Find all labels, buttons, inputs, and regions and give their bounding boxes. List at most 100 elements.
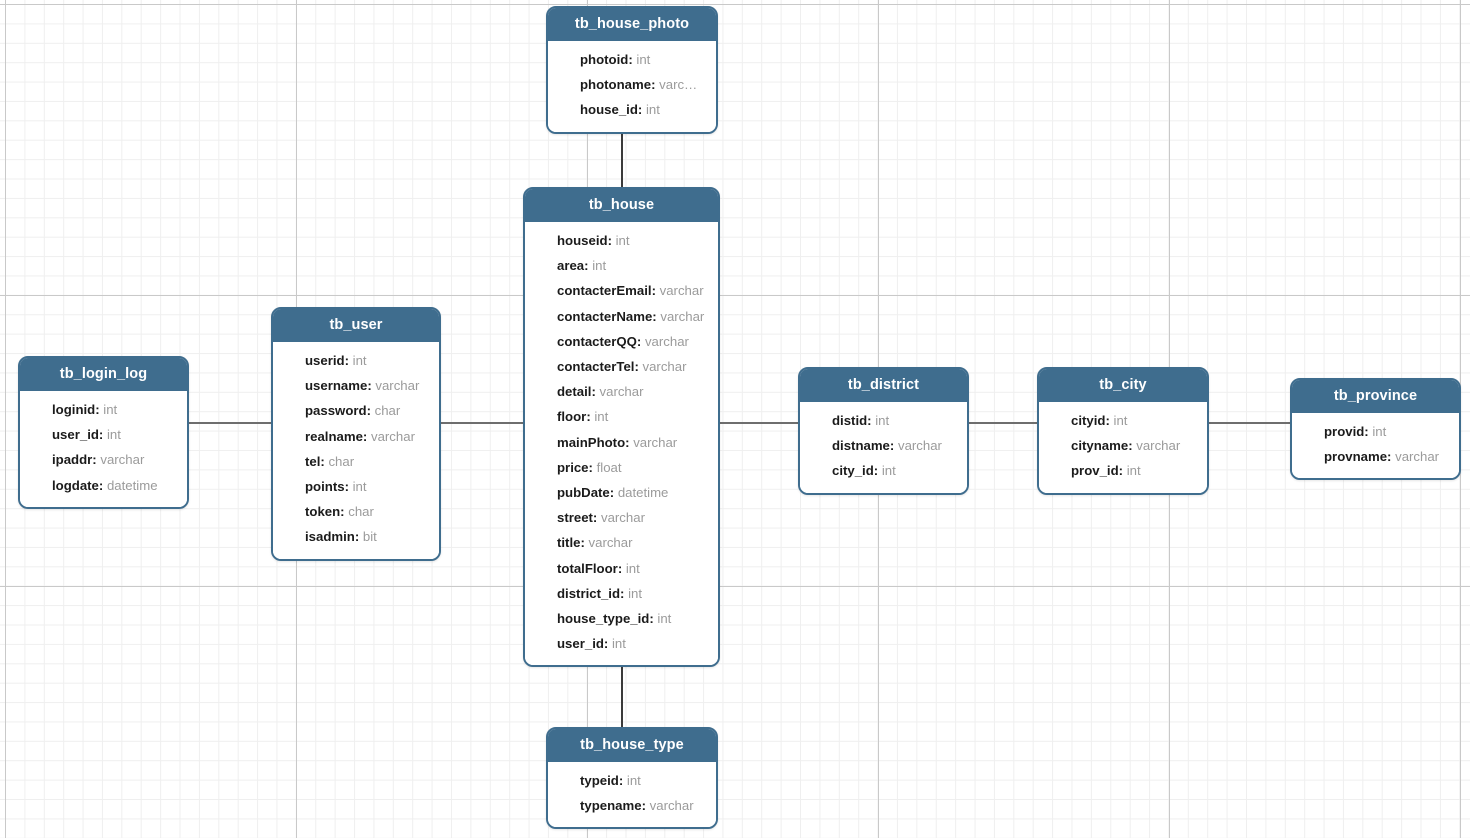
field-row[interactable]: photoid: int — [548, 47, 716, 72]
field-row[interactable]: cityname: varchar — [1039, 433, 1207, 458]
field-name: provname — [1324, 449, 1388, 465]
entity-table-title-tb_login_log[interactable]: tb_login_log — [20, 358, 187, 391]
entity-table-title-tb_house_type[interactable]: tb_house_type — [548, 729, 716, 762]
field-type: varchar — [649, 798, 694, 814]
field-row[interactable]: photoname: varc… — [548, 72, 716, 97]
field-name: provid — [1324, 424, 1365, 439]
field-row[interactable]: totalFloor: int — [525, 556, 718, 581]
field-name: realname — [305, 428, 363, 444]
relationship-edge-city-province[interactable] — [1209, 422, 1290, 424]
field-row[interactable]: contacterEmail: varchar — [525, 278, 718, 303]
field-row[interactable]: street: varchar — [525, 505, 718, 530]
field-row[interactable]: provname: varchar — [1292, 444, 1459, 469]
field-row[interactable]: distname: varchar — [800, 433, 967, 458]
field-name: totalFloor — [557, 560, 618, 576]
field-row[interactable]: provid: int — [1292, 419, 1459, 444]
field-type: int — [645, 102, 660, 118]
field-row[interactable]: token: char — [273, 499, 439, 524]
field-row[interactable]: contacterName: varchar — [525, 304, 718, 329]
field-type: int — [657, 611, 672, 627]
entity-table-title-tb_user[interactable]: tb_user — [273, 309, 439, 342]
field-name: contacterQQ — [557, 333, 637, 349]
relationship-edge-user-house[interactable] — [441, 422, 523, 424]
field-row[interactable]: price: float — [525, 455, 718, 480]
field-name: typeid — [580, 773, 619, 788]
field-row[interactable]: user_id: int — [525, 631, 718, 656]
field-name: contacterEmail — [557, 283, 652, 299]
field-row[interactable]: city_id: int — [800, 458, 967, 483]
field-row[interactable]: tel: char — [273, 449, 439, 474]
field-row[interactable]: houseid: int — [525, 228, 718, 253]
field-row[interactable]: typename: varchar — [548, 793, 716, 818]
field-row[interactable]: points: int — [273, 474, 439, 499]
field-row[interactable]: username: varchar — [273, 373, 439, 398]
field-separator: : — [580, 535, 589, 551]
field-row[interactable]: user_id: int — [20, 422, 187, 447]
field-row[interactable]: password: char — [273, 398, 439, 423]
field-row[interactable]: loginid: int — [20, 397, 187, 422]
field-name: ipaddr — [52, 452, 93, 468]
field-name: district_id — [557, 585, 621, 601]
field-name: distid — [832, 413, 868, 428]
field-row[interactable]: pubDate: datetime — [525, 480, 718, 505]
field-row[interactable]: contacterQQ: varchar — [525, 329, 718, 354]
field-name: title — [557, 535, 581, 551]
field-row[interactable]: isadmin: bit — [273, 524, 439, 549]
entity-table-title-tb_house_photo[interactable]: tb_house_photo — [548, 8, 716, 41]
field-separator: : — [634, 359, 643, 375]
field-row[interactable]: logdate: datetime — [20, 473, 187, 498]
field-type: char — [348, 504, 374, 520]
field-row[interactable]: typeid: int — [548, 768, 716, 793]
field-row[interactable]: house_type_id: int — [525, 606, 718, 631]
relationship-edge-loginlog-user[interactable] — [189, 422, 271, 424]
field-row[interactable]: district_id: int — [525, 581, 718, 606]
entity-table-title-tb_house[interactable]: tb_house — [525, 189, 718, 222]
field-row[interactable]: floor: int — [525, 404, 718, 429]
entity-table-title-tb_district[interactable]: tb_district — [800, 369, 967, 402]
field-separator: : — [873, 463, 882, 479]
relationship-edge-house-housetype[interactable] — [621, 666, 623, 727]
field-row[interactable]: userid: int — [273, 348, 439, 373]
field-separator: : — [1387, 449, 1396, 465]
field-row[interactable]: distid: int — [800, 408, 967, 433]
entity-table-title-tb_province[interactable]: tb_province — [1292, 380, 1459, 413]
field-row[interactable]: title: varchar — [525, 530, 718, 555]
entity-table-title-tb_city[interactable]: tb_city — [1039, 369, 1207, 402]
relationship-edge-district-city[interactable] — [969, 422, 1037, 424]
field-name: city_id — [832, 463, 874, 479]
field-name: cityid — [1071, 413, 1106, 428]
field-type: varchar — [659, 283, 704, 299]
field-type: varchar — [100, 452, 145, 468]
field-row[interactable]: ipaddr: varchar — [20, 447, 187, 472]
field-type: varchar — [660, 308, 705, 324]
field-row[interactable]: house_id: int — [548, 97, 716, 122]
field-row[interactable]: prov_id: int — [1039, 458, 1207, 483]
field-row[interactable]: realname: varchar — [273, 424, 439, 449]
field-separator: : — [592, 510, 601, 526]
field-type: varchar — [1136, 438, 1181, 454]
relationship-edge-house-district[interactable] — [720, 422, 798, 424]
relationship-edge-house-photo[interactable] — [621, 129, 623, 187]
field-name: house_id — [580, 102, 638, 118]
field-type: int — [881, 463, 896, 479]
field-row[interactable]: cityid: int — [1039, 408, 1207, 433]
field-row[interactable]: area: int — [525, 253, 718, 278]
field-row[interactable]: mainPhoto: varchar — [525, 430, 718, 455]
field-type: datetime — [617, 485, 669, 501]
field-name: username — [305, 378, 368, 394]
field-type: int — [1372, 424, 1387, 439]
field-row[interactable]: contacterTel: varchar — [525, 354, 718, 379]
field-row[interactable]: detail: varchar — [525, 379, 718, 404]
field-name: area — [557, 258, 585, 274]
field-type: bit — [362, 529, 377, 545]
